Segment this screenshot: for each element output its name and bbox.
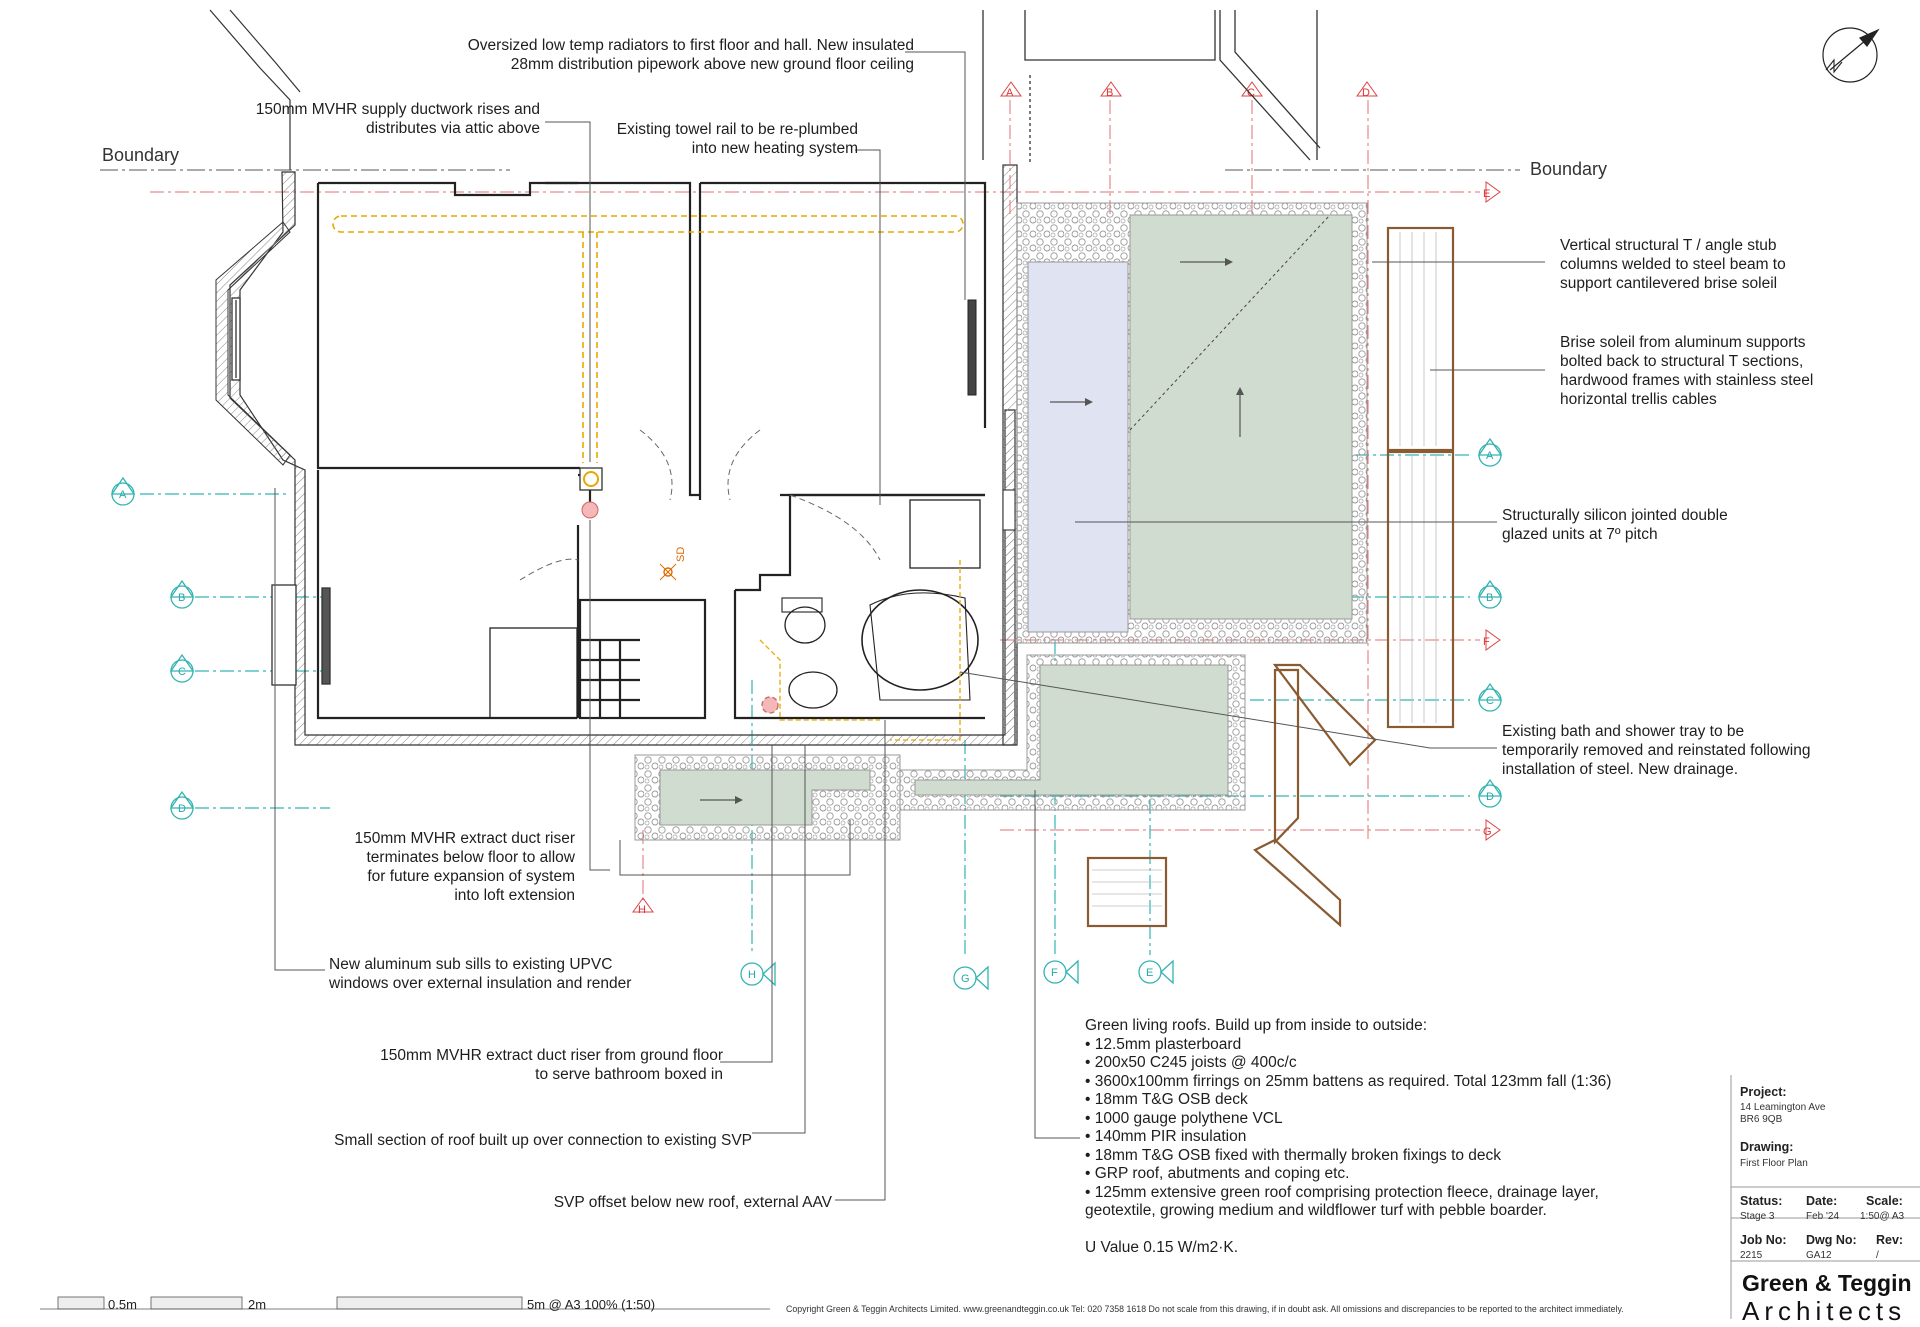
brand-name: Green & Teggin [1742,1270,1912,1296]
spec-item: • 1000 gauge polythene VCL [1085,1109,1283,1127]
neighbouring-building [982,10,1321,165]
grid-label-red-h: H [638,904,646,916]
neighbouring-wall-left [209,9,301,170]
grid-label-red-a: A [1006,87,1014,99]
mvhr-riser-terminal [579,467,603,519]
house-walls [215,164,1018,746]
spec-item: • 200x50 C245 joists @ 400c/c [1085,1054,1297,1071]
tb-rev-label: Rev: [1876,1233,1904,1247]
spec-item: • 18mm T&G OSB deck [1085,1091,1248,1108]
tb-project-line2: BR6 9QB [1740,1114,1783,1125]
bathroom-pipework [759,560,961,741]
note-towel-rail: Existing towel rail to be re-plumbed int… [616,121,858,157]
spec-item: • 18mm T&G OSB fixed with thermally brok… [1085,1146,1502,1164]
brise-soleil-frames [1086,226,1455,928]
tb-status-label: Status: [1740,1194,1783,1208]
grid-label-red-g: G [1483,826,1492,838]
tb-status-value: Stage 3 [1740,1211,1775,1222]
tb-project-line1: 14 Leamington Ave [1740,1102,1826,1113]
scale-label-5m: 5m @ A3 100% (1:50) [527,1297,656,1312]
boundary-label-left: Boundary [102,145,180,165]
grid-labels-teal: A A B B C C D D H G F E [119,450,1494,985]
spec-item: • GRP roof, abutments and coping etc. [1085,1165,1350,1182]
grid-label-teal-c: C [178,666,186,678]
spec-item: • 125mm extensive green roof comprising … [1085,1183,1599,1201]
spec-item: geotextile, growing medium and wildflowe… [1085,1202,1547,1219]
smoke-detector-icon: SD [659,547,687,581]
grid-label-red-b: B [1106,87,1113,99]
grid-label-teal-b-right: B [1486,592,1493,604]
boundary-label-right: Boundary [1530,159,1608,179]
note-mvhr-extract-riser: 150mm MVHR extract duct riser terminates… [354,830,576,904]
spec-item: • 3600x100mm firrings on 25mm battens as… [1085,1072,1612,1090]
tb-scale-label: Scale: [1866,1194,1903,1208]
scale-label-05m: 0.5m [108,1297,137,1312]
tb-rev-value: / [1876,1250,1879,1261]
north-arrow-icon [1822,27,1880,83]
tb-job-label: Job No: [1740,1233,1787,1247]
tb-job-value: 2215 [1740,1250,1763,1261]
note-glazed-units: Structurally silicon jointed double glaz… [1502,507,1728,543]
note-bath: Existing bath and shower tray to be temp… [1502,723,1811,778]
interior-walls [316,181,987,720]
tb-dwg-label: Dwg No: [1806,1233,1857,1247]
spec-item: • 12.5mm plasterboard [1085,1035,1242,1053]
grid-markers-teal [110,437,1503,991]
grid-label-red-d: D [1362,87,1370,99]
door-swings [519,429,881,581]
grid-label-teal-a: A [119,489,127,501]
note-mvhr-supply: 150mm MVHR supply ductwork rises and dis… [255,101,540,137]
grid-label-teal-b: B [178,592,185,604]
note-sub-sills: New aluminum sub sills to existing UPVC … [329,956,632,992]
radiators [967,299,1016,531]
note-mvhr-extract-ground: 150mm MVHR extract duct riser from groun… [380,1047,723,1083]
leader-lines [274,51,1545,1201]
grid-label-teal-d: D [178,803,186,815]
grid-label-teal-c-right: C [1486,695,1494,707]
brand-subtitle: Architects [1742,1296,1907,1326]
note-brise-soleil: Brise soleil from aluminum supports bolt… [1560,334,1814,408]
scale-label-2m: 2m [248,1297,267,1312]
note-roof-section: Small section of roof built up over conn… [334,1132,752,1149]
mvhr-supply-duct [332,215,964,463]
tb-date-value: Feb '24 [1806,1211,1840,1222]
copyright-note: Copyright Green & Teggin Architects Limi… [786,1304,1624,1314]
tb-date-label: Date: [1806,1194,1838,1208]
note-radiators: Oversized low temp radiators to first fl… [467,37,914,73]
grid-label-teal-h: H [748,969,756,981]
spec-u-value: U Value 0.15 W/m2·K. [1085,1238,1239,1256]
spec-item: • 140mm PIR insulation [1085,1128,1247,1145]
window-left-lower [271,584,331,686]
green-roof-lower-right [899,654,1246,811]
scale-bar [40,1296,770,1310]
grid-label-teal-f: F [1051,967,1058,979]
grid-label-teal-g: G [961,973,970,985]
grid-label-red-e: E [1483,188,1490,200]
tb-drawing-value: First Floor Plan [1740,1158,1808,1169]
window-bay [231,297,241,381]
grid-label-red-c: C [1247,87,1255,99]
grid-label-red-f: F [1483,636,1490,648]
grid-label-teal-a-right: A [1486,450,1494,462]
tb-dwg-value: GA12 [1806,1250,1832,1261]
tb-scale-value: 1:50@ A3 [1860,1211,1905,1222]
green-roof-spec: Green living roofs. Build up from inside… [1085,1017,1611,1257]
smoke-detector-label: SD [675,547,687,562]
tb-drawing-label: Drawing: [1740,1140,1794,1154]
note-stub-columns: Vertical structural T / angle stub colum… [1560,237,1786,292]
tb-project-label: Project: [1740,1085,1787,1099]
title-block-frame [1730,1075,1920,1319]
green-roof-main [1016,202,1368,644]
grid-label-teal-e: E [1146,967,1153,979]
green-roof-lower-left [634,754,901,841]
spec-title: Green living roofs. Build up from inside… [1085,1017,1428,1034]
grid-label-teal-d-right: D [1486,791,1494,803]
brise-soleil-cables [1092,232,1437,907]
note-svp: SVP offset below new roof, external AAV [553,1194,832,1211]
